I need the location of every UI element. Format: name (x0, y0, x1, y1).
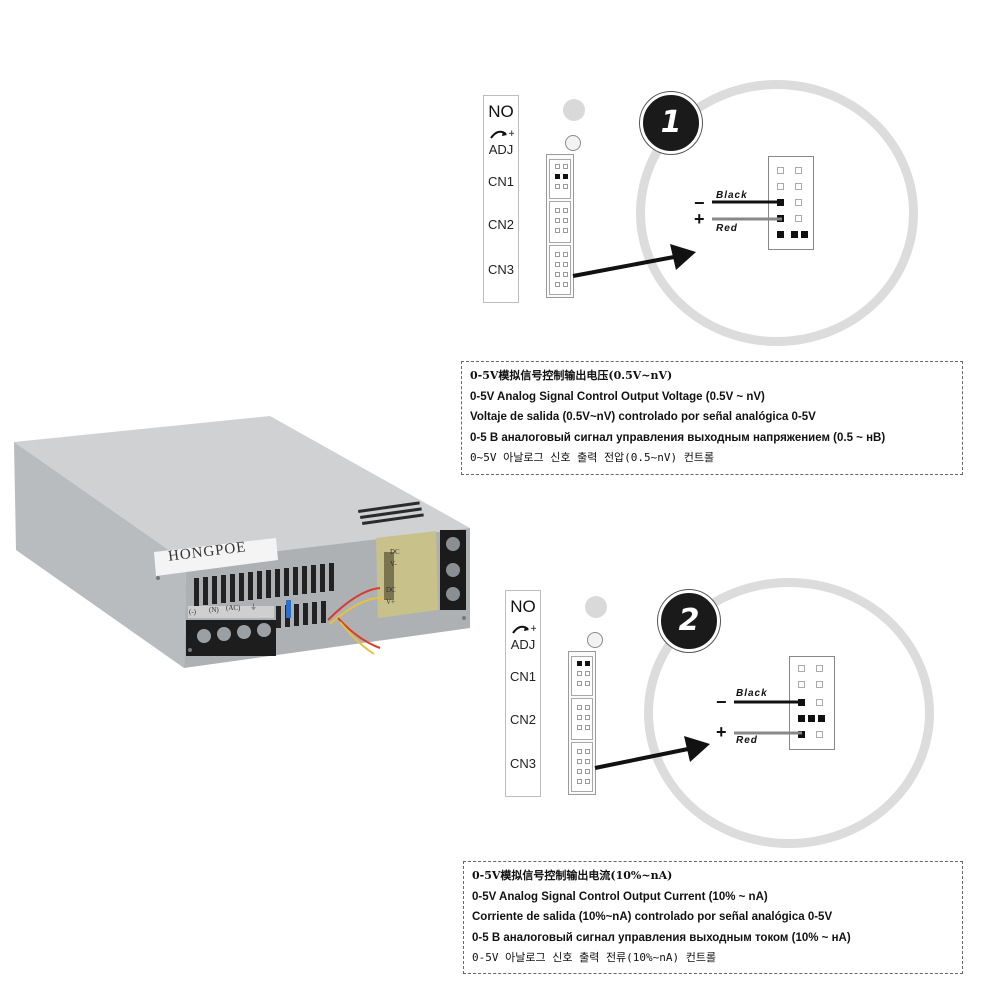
caption-es: Voltaje de salida (0.5V~nV) controlado p… (470, 411, 816, 423)
connector-cn2 (571, 698, 593, 740)
pointer-arrow-icon (594, 736, 710, 770)
step-badge: 2 (658, 590, 720, 652)
caption-ko: 0-5V 아날로그 신호 출력 전류(10%~nA) 컨트롤 (472, 951, 717, 964)
terminal-label-3: (AC) (226, 604, 241, 612)
label-adj: ADJ (510, 637, 536, 652)
connector-cn2 (549, 201, 571, 243)
dc-label-1: DC (390, 548, 400, 556)
terminal-label-2: (N) (209, 606, 219, 614)
label-no: NO (510, 597, 536, 616)
caption-ru: 0-5 В аналоговый сигнал управления выход… (470, 431, 886, 444)
screw-icon (565, 135, 581, 151)
wires (712, 200, 782, 221)
step-badge: 1 (640, 92, 702, 154)
caption-zh: 0-5V模拟信号控制输出电压(0.5V~nV) (470, 369, 673, 382)
label-adj: ADJ (488, 142, 514, 157)
dc-label-3: DC (386, 586, 396, 594)
svg-text:+: + (530, 624, 536, 634)
label-cn3: CN3 (509, 756, 536, 771)
minus-sign: − (694, 193, 705, 213)
label-no: NO (488, 102, 514, 121)
plus-sign: + (716, 722, 727, 742)
power-supply-body (14, 416, 470, 668)
connector-cn1 (571, 656, 593, 696)
wire-label-black: Black (716, 190, 748, 201)
label-cn1: CN1 (509, 669, 536, 684)
pointer-arrow-icon (572, 244, 696, 278)
connector-cn3 (549, 245, 571, 295)
dc-label-2: V- (390, 560, 397, 568)
wire-label-red: Red (716, 223, 738, 234)
svg-text:+: + (508, 129, 514, 139)
potentiometer-knob (563, 99, 585, 121)
terminal-label-4: ⏚ (250, 603, 257, 611)
caption-en: 0-5V Analog Signal Control Output Curren… (472, 890, 768, 903)
screw-icon (587, 632, 603, 648)
plus-sign: + (694, 209, 705, 229)
caption-ru: 0-5 В аналоговый сигнал управления выход… (472, 931, 851, 944)
terminal-label-strip: NO + ADJ CN1 CN2 CN3 (505, 590, 541, 797)
minus-sign: − (716, 692, 727, 712)
label-cn2: CN2 (509, 712, 536, 727)
current-caption-box: 0-5V模拟信号控制输出电流(10%~nA) 0-5V Analog Signa… (463, 861, 963, 974)
caption-ko: 0~5V 아날로그 신호 출력 전압(0.5~nV) 컨트롤 (470, 451, 715, 464)
voltage-caption-box: 0-5V模拟信号控制输出电压(0.5V~nV) 0-5V Analog Sign… (461, 361, 963, 475)
connector-cn1 (549, 159, 571, 199)
adjust-arrow-icon: + (512, 624, 536, 634)
label-cn2: CN2 (487, 217, 514, 232)
pin-header (768, 156, 814, 250)
label-cn3: CN3 (487, 262, 514, 277)
caption-en: 0-5V Analog Signal Control Output Voltag… (470, 390, 765, 403)
caption-es: Corriente de salida (10%~nA) controlado … (472, 911, 833, 923)
wires (734, 700, 802, 735)
connector-column (568, 651, 596, 795)
terminal-label-strip: NO + ADJ CN1 CN2 CN3 (483, 95, 519, 303)
connector-column (546, 154, 574, 298)
adjust-arrow-icon: + (490, 129, 514, 139)
caption-zh: 0-5V模拟信号控制输出电流(10%~nA) (472, 869, 673, 882)
wire-label-red: Red (736, 735, 758, 746)
dc-label-4: V+ (386, 598, 396, 606)
terminal-label-1: (-) (189, 608, 196, 616)
connector-cn3 (571, 742, 593, 792)
potentiometer-knob (585, 596, 607, 618)
wire-label-black: Black (736, 688, 768, 699)
label-cn1: CN1 (487, 174, 514, 189)
